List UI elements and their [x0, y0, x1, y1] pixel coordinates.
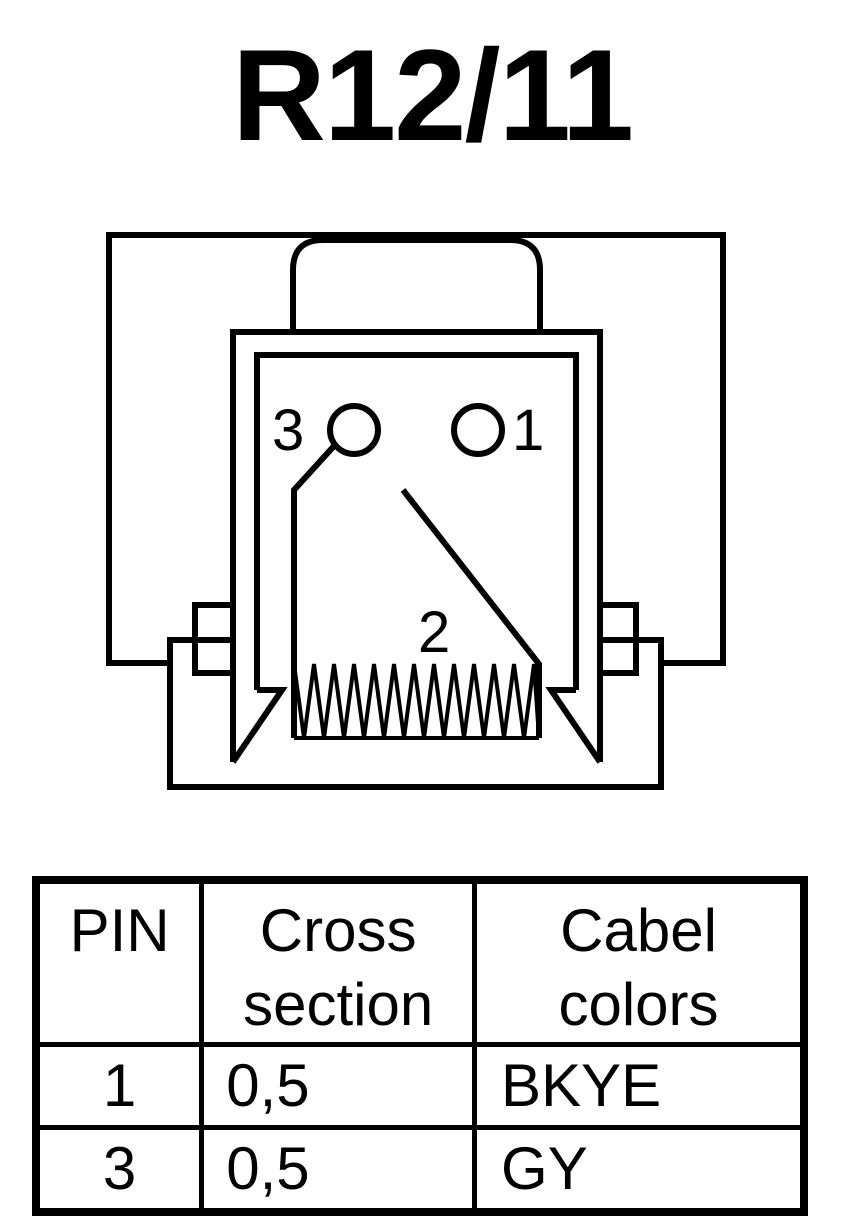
header-pin: PIN: [33, 877, 205, 1047]
left-wedge: [230, 687, 288, 764]
pin2-label: 2: [418, 600, 450, 665]
pin1-circle: [451, 403, 505, 457]
cell-pin: 1: [33, 1042, 205, 1130]
cell-color: BKYE: [472, 1042, 807, 1130]
cell-color: GY: [472, 1125, 807, 1215]
base-bracket: [167, 637, 664, 790]
connector-diagram: 3 1 2: [106, 232, 726, 790]
pin3-label: 3: [272, 398, 304, 463]
table-row: 3 0,5 GY: [33, 1125, 807, 1215]
spring-contact: [292, 663, 541, 740]
plug-body-inner: [254, 352, 579, 690]
cell-cross-section: 0,5: [199, 1042, 478, 1130]
header-cable-colors: Cabel colors: [472, 877, 807, 1047]
page-title: R12/11: [231, 22, 634, 168]
latch-tab: [290, 237, 543, 330]
table-row: 1 0,5 BKYE: [33, 1042, 807, 1130]
pin3-circle: [327, 403, 381, 457]
table-header-row: PIN Cross section Cabel colors: [33, 877, 807, 1047]
pin1-label: 1: [512, 398, 544, 463]
header-cross-section: Cross section: [199, 877, 478, 1047]
pin-table: PIN Cross section Cabel colors 1 0,5 BKY…: [32, 876, 808, 1216]
cell-cross-section: 0,5: [199, 1125, 478, 1215]
outer-housing: [106, 232, 726, 666]
cell-pin: 3: [33, 1125, 205, 1215]
plug-body-outer: [230, 329, 603, 762]
pin3-wire: [291, 443, 337, 738]
right-wedge: [545, 687, 603, 764]
